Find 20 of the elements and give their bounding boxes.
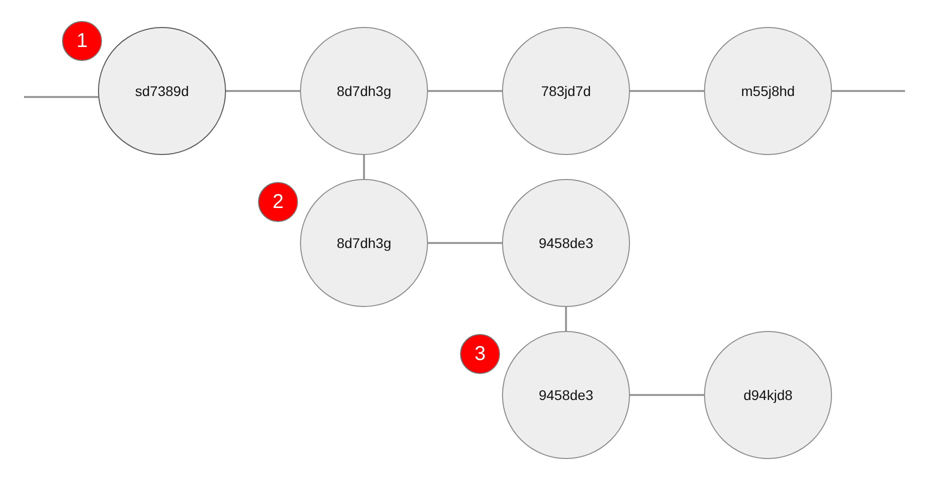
connector-line xyxy=(565,307,567,331)
connector-line xyxy=(428,90,502,92)
callout-number: 2 xyxy=(258,182,298,222)
connector-line xyxy=(630,90,704,92)
connector-line xyxy=(24,96,98,98)
commit-hash: 8d7dh3g xyxy=(336,83,392,99)
commit-hash: 783jd7d xyxy=(541,83,591,99)
commit-hash: 9458de3 xyxy=(538,387,594,403)
commit-hash: 8d7dh3g xyxy=(336,235,392,251)
callout-number: 3 xyxy=(460,334,500,374)
commit-hash: m55j8hd xyxy=(741,83,795,99)
connector-line xyxy=(630,394,704,396)
commit-hash: d94kjd8 xyxy=(743,387,793,403)
connector-line xyxy=(363,155,365,179)
connector-line xyxy=(832,90,905,92)
connector-line xyxy=(428,242,502,244)
commit-hash: sd7389d xyxy=(135,83,189,99)
commit-hash: 9458de3 xyxy=(538,235,594,251)
connector-line xyxy=(226,90,300,92)
callout-number: 1 xyxy=(62,21,102,61)
